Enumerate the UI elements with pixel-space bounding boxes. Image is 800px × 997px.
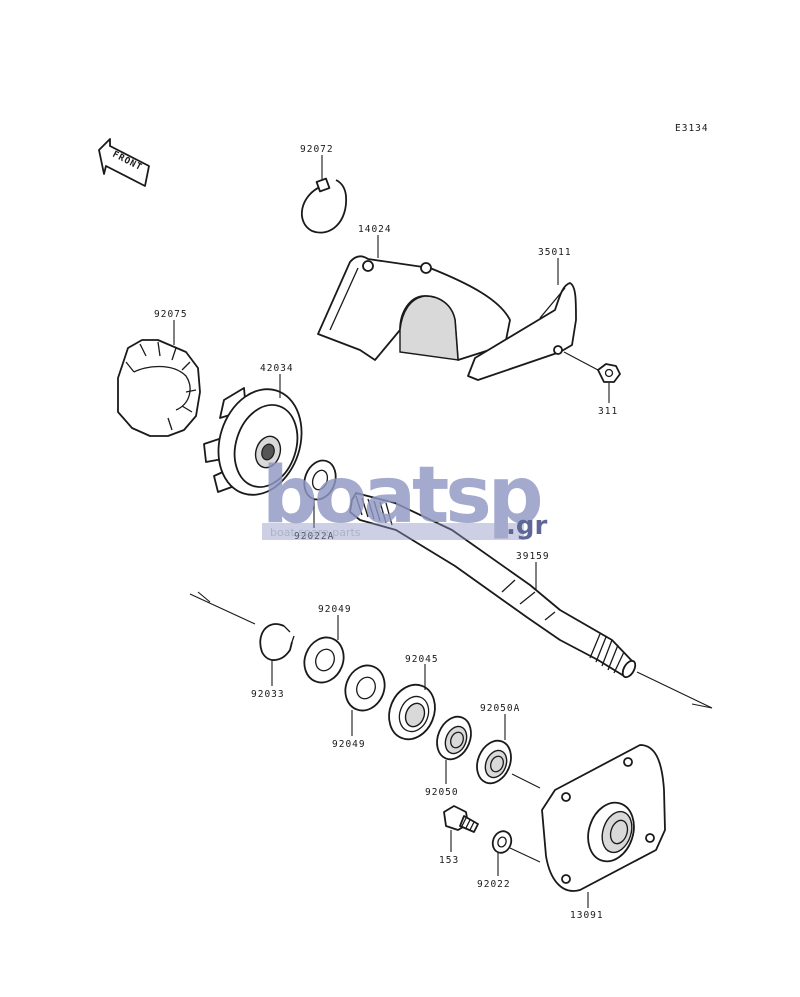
part-153-bolt[interactable] <box>443 805 479 833</box>
label-14024: 14024 <box>358 224 392 235</box>
part-42034-impeller[interactable] <box>203 378 315 505</box>
watermark-suffix: .gr <box>506 511 547 541</box>
label-92045: 92045 <box>405 654 439 665</box>
label-92022A: 92022A <box>294 531 334 542</box>
label-35011: 35011 <box>538 247 572 258</box>
watermark-logo: boatsp .gr boat spare parts <box>262 451 547 541</box>
part-39159-drive-shaft[interactable] <box>349 492 638 679</box>
part-92022-washer[interactable] <box>490 829 514 856</box>
part-92022A-washer[interactable] <box>299 456 341 504</box>
label-92075: 92075 <box>154 309 188 320</box>
label-92072: 92072 <box>300 144 334 155</box>
part-13091-housing[interactable] <box>541 744 666 892</box>
label-92050A: 92050A <box>480 703 520 714</box>
watermark-tagline: boat spare parts <box>270 526 361 539</box>
label-92049-a: 92049 <box>318 604 352 615</box>
part-92075-damper[interactable] <box>117 339 201 437</box>
label-92050: 92050 <box>425 787 459 798</box>
part-92050-seal[interactable] <box>431 712 477 765</box>
label-153: 153 <box>439 855 459 866</box>
front-arrow-icon: FRONT <box>98 138 150 187</box>
diagram-code: E3134 <box>675 123 709 134</box>
part-92049-spacer-2[interactable] <box>339 660 391 717</box>
label-42034: 42034 <box>260 363 294 374</box>
label-311: 311 <box>598 406 618 417</box>
watermark-primary: boatsp <box>262 451 541 541</box>
part-92045-bearing[interactable] <box>381 678 443 746</box>
part-92033-circlip[interactable] <box>259 623 295 661</box>
part-92072-clamp[interactable] <box>301 177 347 234</box>
label-92049-b: 92049 <box>332 739 366 750</box>
label-13091: 13091 <box>570 910 604 921</box>
label-92022: 92022 <box>477 879 511 890</box>
label-39159: 39159 <box>516 551 550 562</box>
part-92049-spacer-1[interactable] <box>298 632 350 689</box>
part-14024-cover[interactable] <box>317 255 511 361</box>
part-92050A-seal[interactable] <box>471 736 517 789</box>
part-35011-bracket[interactable] <box>467 282 577 381</box>
part-311-nut[interactable] <box>597 363 621 383</box>
label-92033: 92033 <box>251 689 285 700</box>
